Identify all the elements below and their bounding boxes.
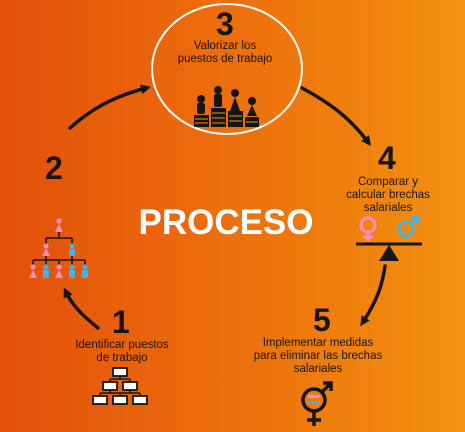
step-3-label: Valorizar los puestos de trabajo — [177, 40, 273, 65]
people-hierarchy-icon — [29, 218, 88, 278]
step-4-label: Comparar y calcular brechas salariales — [346, 176, 430, 214]
gender-equality-icon — [301, 381, 333, 426]
step-3-highlight-circle — [151, 3, 303, 135]
org-chart-icon — [92, 367, 148, 405]
arrow-4-to-5 — [360, 264, 387, 327]
step-3-number: 3 — [216, 6, 234, 42]
arrow-1-to-2 — [63, 287, 100, 330]
arrow-3-to-4 — [300, 86, 372, 146]
step-1-number: 1 — [112, 304, 130, 340]
step-1-label: Identificar puestos de trabajo — [75, 339, 169, 364]
step-2-number: 2 — [45, 150, 63, 186]
gender-balance-icon — [356, 215, 422, 261]
step-4-number: 4 — [378, 140, 396, 176]
podium-people-icon — [194, 86, 259, 127]
step-5-label: Implementar medidas para eliminar las br… — [253, 337, 383, 375]
step-5-number: 5 — [313, 302, 331, 338]
process-title: PROCESO — [138, 203, 314, 242]
arrow-2-to-3 — [68, 84, 151, 130]
